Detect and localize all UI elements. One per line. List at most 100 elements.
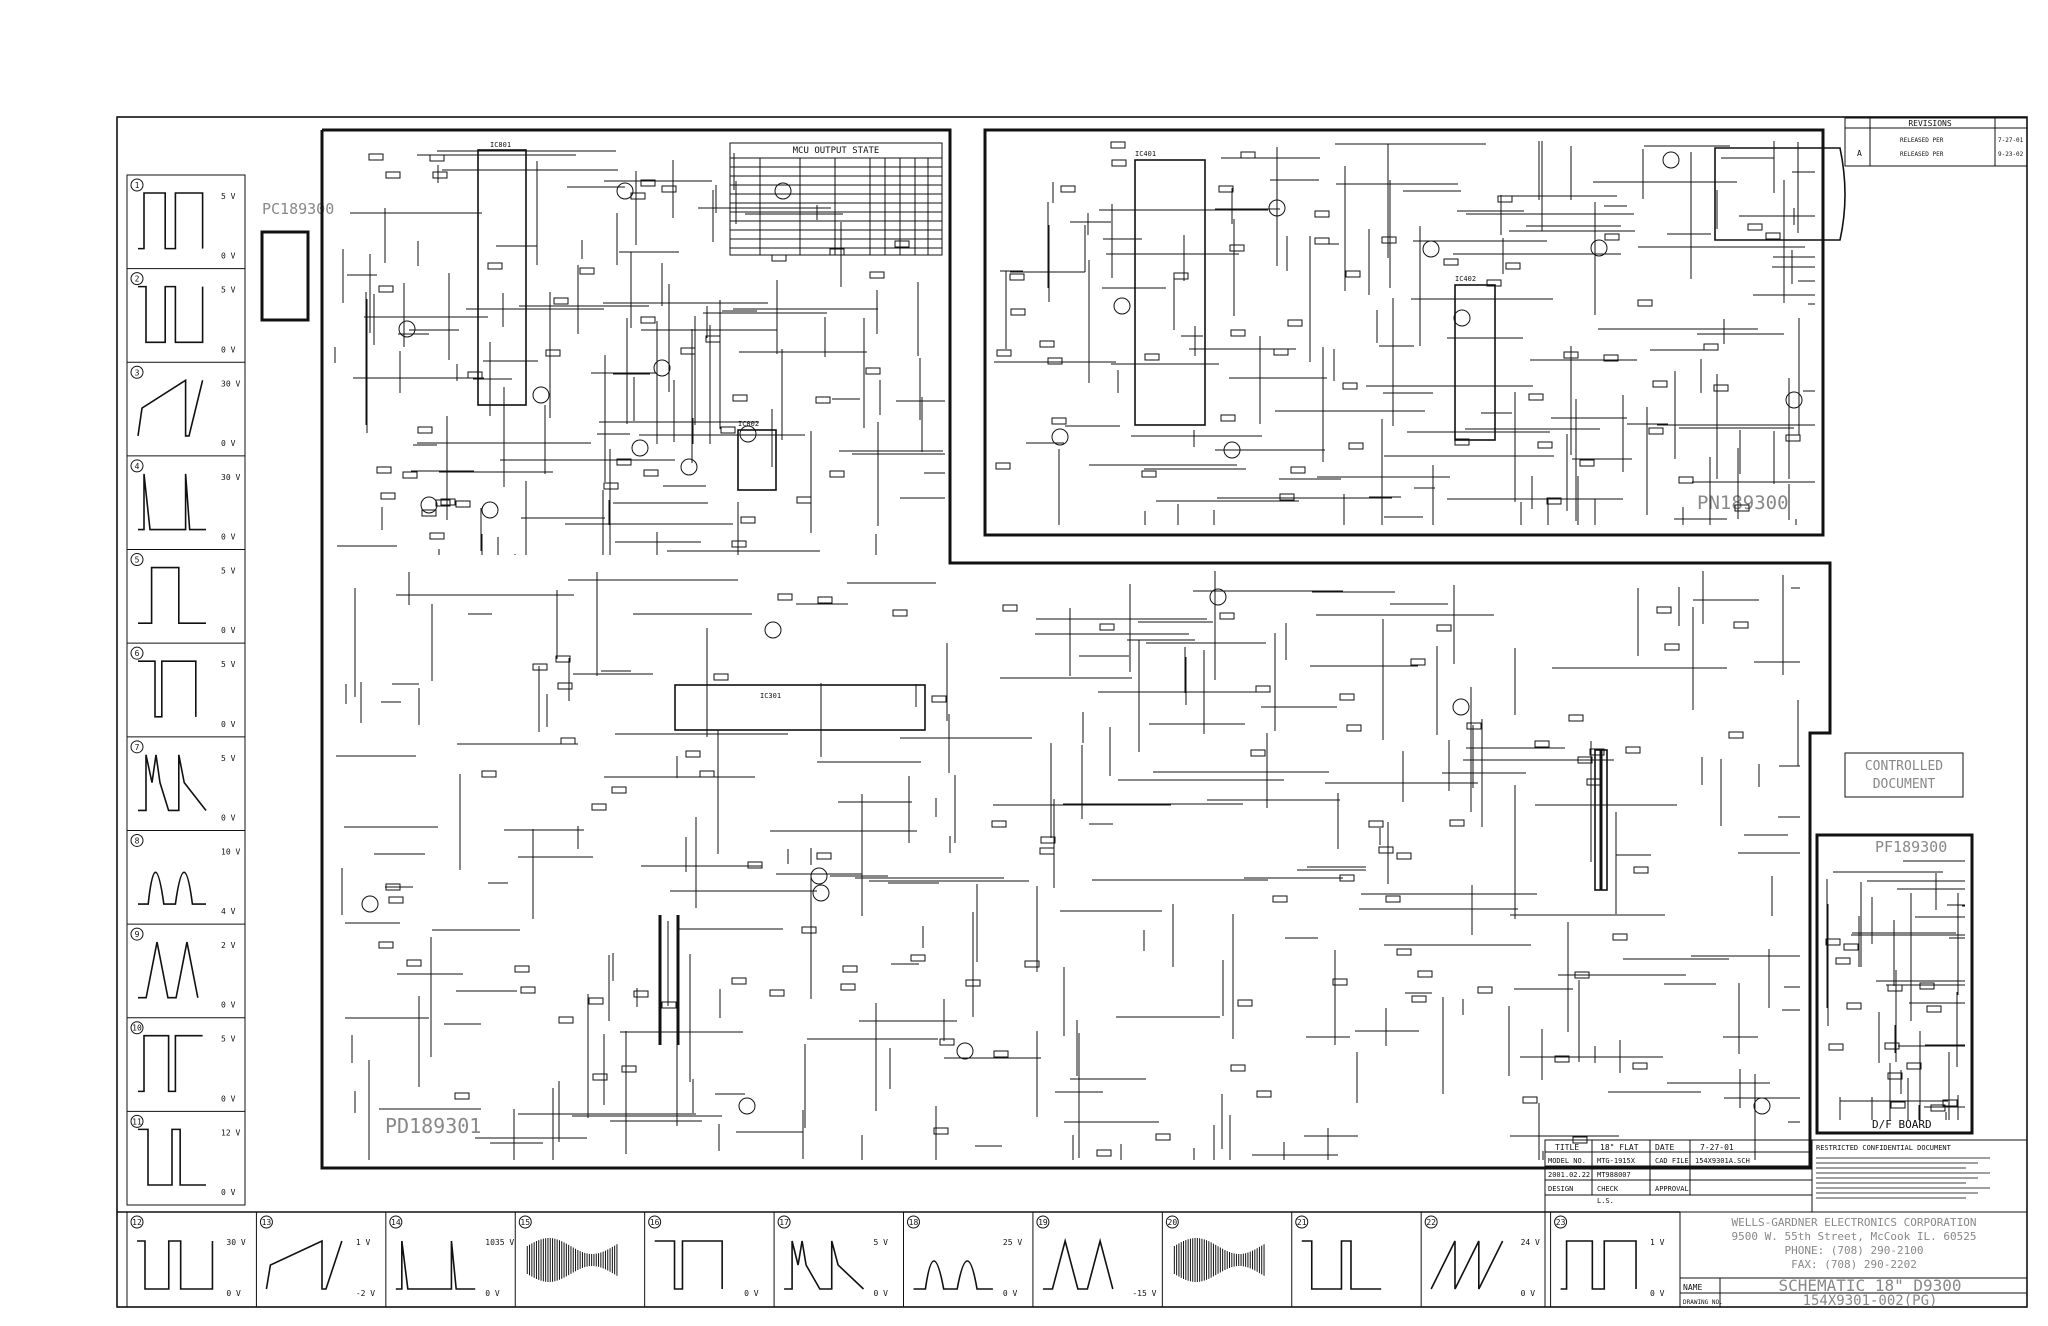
pc-section-label: PC189300	[262, 200, 334, 218]
waveform-cell-13: 131 V-2 V	[255, 1212, 375, 1307]
waveform-cell-6: 65 V0 V	[127, 642, 245, 729]
waveform-trace	[395, 1240, 476, 1290]
waveform-trace	[138, 871, 206, 905]
transistor-symbol	[1453, 309, 1471, 327]
circuit-wiring	[334, 141, 1965, 1160]
mcu-ic-label: IC801	[490, 141, 511, 149]
waveform-trace	[138, 660, 197, 718]
waveform-cell-7: 75 V0 V	[127, 736, 245, 822]
waveform-trace	[138, 192, 204, 250]
waveform-number: 22	[1426, 1218, 1436, 1227]
waveform-bottom-voltage: -15 V	[1132, 1289, 1156, 1298]
check-value: L.S.	[1597, 1197, 1614, 1205]
waveform-bottom-voltage: 0 V	[221, 439, 236, 448]
waveform-top-voltage: 1 V	[1650, 1238, 1665, 1247]
waveform-trace	[138, 566, 206, 624]
transistor-symbol	[738, 1097, 756, 1115]
waveform-number: 6	[135, 649, 140, 658]
waveform-cell-3: 330 V0 V	[127, 361, 245, 448]
waveform-number: 4	[135, 462, 140, 471]
waveform-cell-20: 20	[1161, 1212, 1265, 1307]
waveform-number-circle	[130, 272, 144, 286]
transistor-symbol	[653, 359, 671, 377]
waveform-cell-15: 15	[514, 1212, 618, 1307]
pd-board-outline	[320, 128, 1832, 1170]
transistor-symbol	[398, 320, 416, 338]
waveform-bottom-voltage: 0 V	[221, 533, 236, 542]
waveform-trace	[137, 378, 204, 437]
waveform-number-circle	[389, 1215, 403, 1229]
transistor-symbol	[1590, 239, 1608, 257]
waveform-cell-23: 231 V0 V	[1550, 1212, 1665, 1307]
waveform-bottom-voltage: 0 V	[221, 626, 236, 635]
waveform-cell-8: 810 V4 V	[127, 829, 245, 916]
transistor-symbol	[532, 386, 550, 404]
waveform-bottom-voltage: 4 V	[221, 907, 236, 916]
wire-traces	[334, 141, 1965, 1160]
pd-section-label: PD189301	[385, 1114, 481, 1138]
approval-label: APPROVAL	[1655, 1185, 1689, 1193]
waveform-number: 13	[262, 1218, 272, 1227]
waveform-trace	[137, 1240, 214, 1290]
revision-date-2: 9-23-02	[1998, 151, 2024, 158]
transistor-symbol	[420, 496, 438, 514]
waveform-bottom-voltage: 0 V	[874, 1289, 889, 1298]
waveform-cell-5: 55 V0 V	[127, 549, 245, 635]
waveform-number-circle	[518, 1215, 532, 1229]
waveform-number: 20	[1168, 1218, 1178, 1227]
waveform-trace	[265, 1239, 343, 1290]
waveform-bottom-voltage: 0 V	[221, 1188, 236, 1197]
model-label: MODEL NO.	[1548, 1157, 1586, 1165]
revisions-block: REVISIONS A RELEASED PER 7-27-01 RELEASE…	[1844, 117, 2028, 167]
waveform-number: 9	[135, 930, 140, 939]
waveform-number: 12	[132, 1218, 142, 1227]
preamp-ic	[1454, 284, 1496, 441]
title-value: 18" FLAT	[1600, 1143, 1639, 1152]
transistor-symbol	[1051, 428, 1069, 446]
crt-socket	[1714, 147, 1846, 241]
waveform-number-circle	[130, 1114, 144, 1128]
waveform-number-circle	[1165, 1215, 1179, 1229]
transistor-symbol	[812, 884, 830, 902]
revision-desc-2: RELEASED PER	[1900, 151, 1944, 158]
transistor-symbol	[1785, 391, 1803, 409]
row3-a: 2001.02.22	[1548, 1171, 1590, 1179]
waveform-number: 10	[132, 1024, 142, 1033]
df-board-label: D/F BOARD	[1872, 1118, 1932, 1131]
revisions-title: REVISIONS	[1908, 119, 1952, 128]
waveform-number: 14	[391, 1218, 401, 1227]
waveform-bottom-voltage: 0 V	[221, 720, 236, 729]
waveform-top-voltage: 1035 V	[485, 1238, 514, 1247]
waveform-number: 17	[779, 1218, 789, 1227]
model-value: MTG-1915X	[1597, 1157, 1636, 1165]
mcu-output-table: MCU OUTPUT STATE	[729, 142, 943, 256]
transistor-symbol	[1422, 240, 1440, 258]
controlled-line-2: DOCUMENT	[1873, 777, 1936, 792]
waveform-trace	[526, 1238, 618, 1282]
waveform-top-voltage: 30 V	[221, 473, 240, 482]
date-label: DATE	[1655, 1143, 1674, 1152]
design-label: DESIGN	[1548, 1185, 1573, 1193]
waveform-bottom-voltage: 0 V	[221, 813, 236, 822]
waveform-number: 3	[135, 368, 140, 377]
waveform-number-circle	[259, 1215, 273, 1229]
eeprom-ic	[737, 429, 777, 491]
waveform-bottom-voltage: 0 V	[1650, 1289, 1665, 1298]
waveform-number: 1	[135, 181, 140, 190]
transistor-symbol	[739, 425, 757, 443]
waveform-bottom-voltage: 0 V	[221, 1001, 236, 1010]
waveform-number: 18	[909, 1218, 919, 1227]
waveform-top-voltage: 25 V	[1003, 1238, 1022, 1247]
revision-rev: A	[1857, 149, 1862, 158]
preamp-ic-label: IC402	[1455, 275, 1476, 283]
transistor-symbol	[810, 867, 828, 885]
waveform-bottom-voltage: -2 V	[356, 1289, 375, 1298]
transistor-symbol	[1452, 698, 1470, 716]
deflection-ic	[674, 684, 926, 731]
transistor-symbol	[616, 182, 634, 200]
flyback-transformer	[1594, 749, 1608, 891]
waveform-bottom-voltage: 0 V	[1521, 1289, 1536, 1298]
transistor-symbol	[481, 501, 499, 519]
